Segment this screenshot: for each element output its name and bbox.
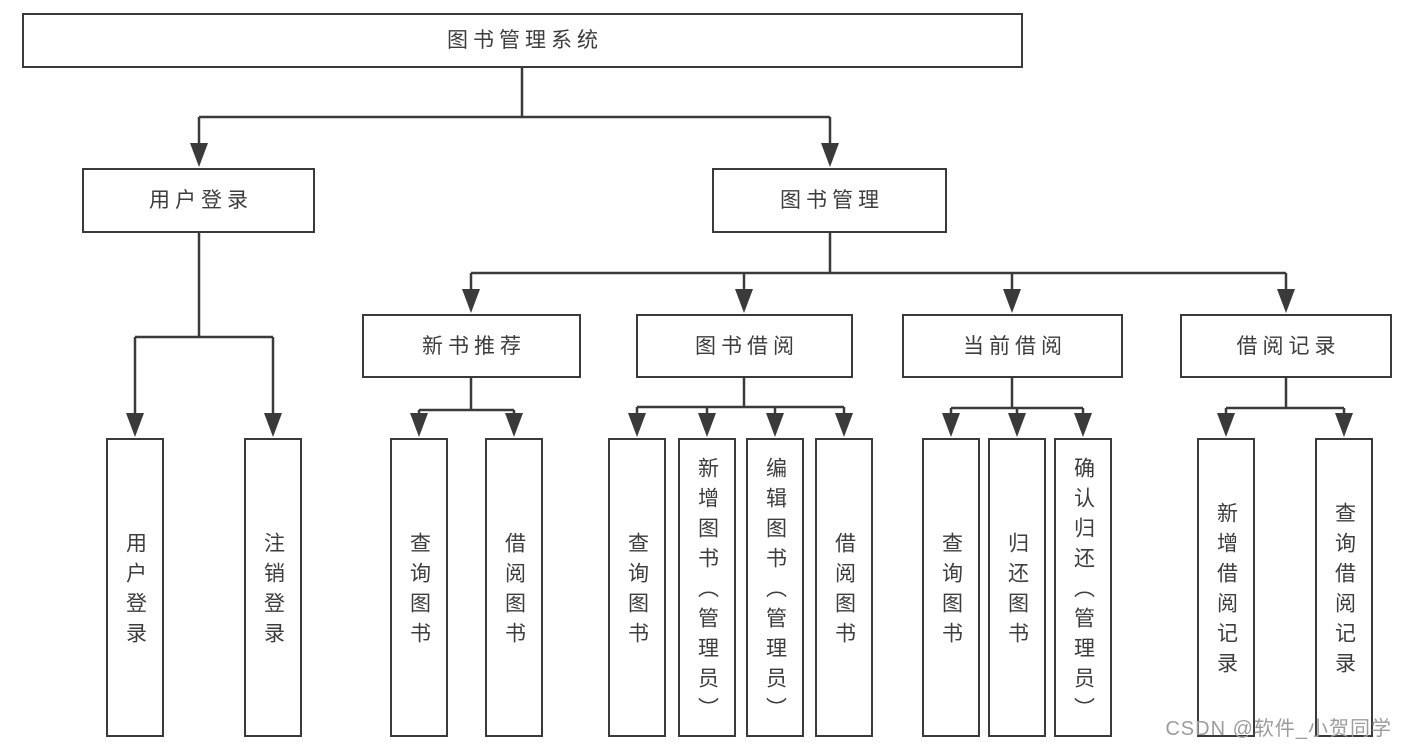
leaf-user-login: 用户登录: [106, 438, 164, 737]
leaf-query-books-current-label: 查询图书: [939, 532, 963, 652]
leaf-query-books-current: 查询图书: [922, 438, 980, 737]
arrowhead-d2: [1335, 413, 1353, 437]
node-borrow-records-label: 借阅记录: [1236, 334, 1341, 358]
arrowhead-d1: [1217, 413, 1235, 437]
leaf-add-book-admin: 新增图书（管理员）: [678, 438, 736, 737]
node-current-borrow: 当前借阅: [902, 314, 1123, 378]
node-book-borrow: 图书借阅: [636, 314, 853, 378]
leaf-borrow-books-label: 借阅图书: [832, 532, 856, 652]
leaf-borrow-books: 借阅图书: [815, 438, 873, 737]
leaf-query-books-recommend-label: 查询图书: [407, 532, 431, 652]
leaf-add-book-admin-label: 新增图书（管理员）: [695, 457, 719, 727]
arrowhead-l3c: [1003, 289, 1021, 313]
node-book-management: 图书管理: [712, 168, 947, 233]
arrowhead-l3d: [1277, 289, 1295, 313]
arrowhead-b4: [835, 413, 853, 437]
node-user-login-label: 用户登录: [149, 189, 253, 212]
watermark-text: CSDN @软件_小贺同学: [1165, 718, 1392, 740]
leaf-query-books-recommend: 查询图书: [390, 438, 448, 737]
arrowhead-c1: [942, 413, 960, 437]
leaf-logout: 注销登录: [244, 438, 302, 737]
arrowhead-c2: [1008, 413, 1026, 437]
node-current-borrow-label: 当前借阅: [963, 334, 1067, 358]
node-book-borrow-label: 图书借阅: [695, 334, 799, 358]
leaf-edit-book-admin: 编辑图书（管理员）: [746, 438, 804, 737]
arrowhead-e2: [264, 413, 282, 437]
arrowhead-user-login: [190, 143, 208, 167]
leaf-logout-label: 注销登录: [261, 532, 285, 652]
leaf-borrow-books-recommend-label: 借阅图书: [502, 532, 526, 652]
node-book-management-label: 图书管理: [780, 189, 884, 212]
arrowhead-a1: [410, 413, 428, 437]
leaf-borrow-books-recommend: 借阅图书: [485, 438, 543, 737]
node-new-book-recommend-label: 新书推荐: [422, 334, 526, 358]
leaf-add-borrow-record: 新增借阅记录: [1197, 438, 1255, 737]
leaf-confirm-return-admin-label: 确认归还（管理员）: [1071, 457, 1095, 727]
arrowhead-a2: [505, 413, 523, 437]
leaf-query-borrow-record: 查询借阅记录: [1315, 438, 1373, 737]
arrowhead-b2: [698, 413, 716, 437]
leaf-confirm-return-admin: 确认归还（管理员）: [1054, 438, 1112, 737]
leaf-return-books: 归还图书: [988, 438, 1046, 737]
leaf-query-borrow-record-label: 查询借阅记录: [1332, 502, 1356, 682]
arrowhead-e1: [126, 413, 144, 437]
node-library-system-label: 图书管理系统: [447, 29, 603, 52]
node-library-system: 图书管理系统: [22, 13, 1023, 68]
arrowhead-l3b: [735, 289, 753, 313]
leaf-return-books-label: 归还图书: [1005, 532, 1029, 652]
leaf-add-borrow-record-label: 新增借阅记录: [1214, 502, 1238, 682]
node-user-login: 用户登录: [82, 168, 315, 233]
leaf-user-login-label: 用户登录: [123, 532, 147, 652]
leaf-query-books-borrow-label: 查询图书: [625, 532, 649, 652]
arrowhead-b3: [766, 413, 784, 437]
node-new-book-recommend: 新书推荐: [362, 314, 581, 378]
node-borrow-records: 借阅记录: [1180, 314, 1392, 378]
leaf-query-books-borrow: 查询图书: [608, 438, 666, 737]
arrowhead-c3: [1074, 413, 1092, 437]
leaf-edit-book-admin-label: 编辑图书（管理员）: [763, 457, 787, 727]
arrowhead-b1: [628, 413, 646, 437]
arrowhead-book-mgmt: [821, 143, 839, 167]
arrowhead-l3a: [462, 289, 480, 313]
